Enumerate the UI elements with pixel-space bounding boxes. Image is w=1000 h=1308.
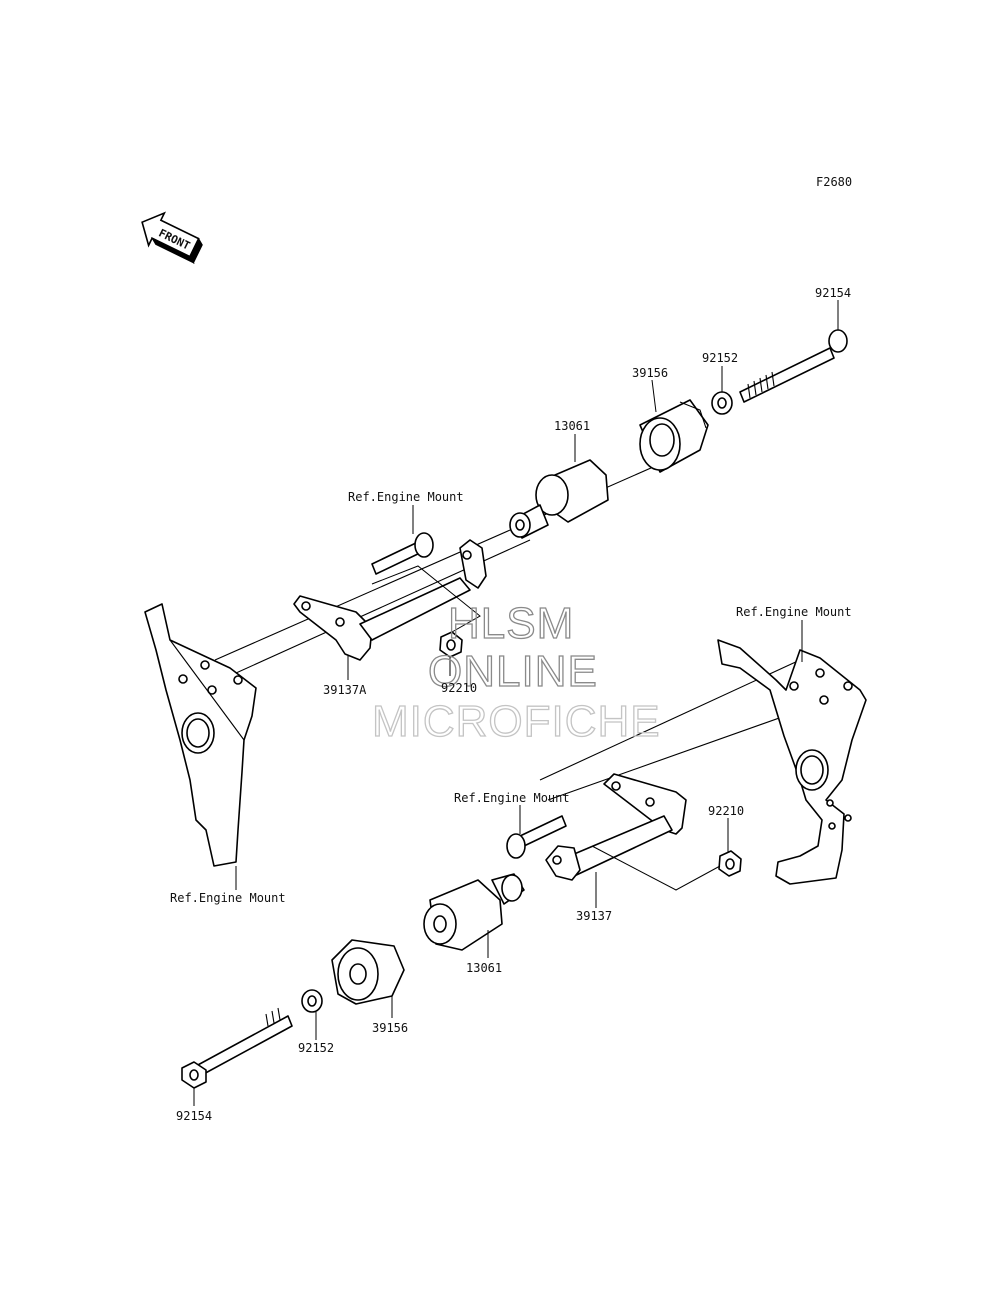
label-13061-top: 13061 (554, 419, 590, 433)
label-39137A: 39137A (323, 683, 367, 697)
label-ref-engine-mount-4: Ref.Engine Mount (170, 891, 286, 905)
washer-92152-bottom (301, 989, 323, 1013)
bracket-39137 (545, 773, 687, 881)
watermark-line3: MICROFICHE (372, 697, 661, 746)
mount-bolt-lower (506, 815, 567, 859)
watermark-line1: HLSM (448, 599, 574, 648)
bushing-13061-bottom (423, 873, 525, 951)
label-13061-bottom: 13061 (466, 961, 502, 975)
front-arrow-icon: FRONT (141, 211, 203, 264)
diagram-code: F2680 (816, 175, 852, 189)
label-39156-top: 39156 (632, 366, 668, 380)
label-92152-top: 92152 (702, 351, 738, 365)
label-92154-bottom: 92154 (176, 1109, 212, 1123)
washer-92152-top (711, 391, 733, 415)
leader-39156-top (651, 379, 657, 413)
bracket-39137A (293, 539, 487, 661)
label-92152-bottom: 92152 (298, 1041, 334, 1055)
label-39156-bottom: 39156 (372, 1021, 408, 1035)
slider-cap-39156-bottom (331, 939, 405, 1005)
leader-92210-lower-bracket (591, 845, 721, 891)
label-92154-top: 92154 (815, 286, 851, 300)
label-ref-engine-mount-2: Ref.Engine Mount (736, 605, 852, 619)
bolt-92154-bottom (181, 1007, 293, 1089)
bushing-13061-top (509, 459, 609, 539)
nut-92210-lower (718, 850, 742, 877)
label-ref-engine-mount-3: Ref.Engine Mount (454, 791, 570, 805)
nut-92210-upper (439, 631, 463, 658)
engine-mount-left (144, 603, 257, 867)
label-92210-right: 92210 (708, 804, 744, 818)
label-39137: 39137 (576, 909, 612, 923)
label-92210-left: 92210 (441, 681, 477, 695)
leader-92210-left-bracket (371, 565, 481, 633)
bolt-92154-top (739, 329, 848, 403)
watermark-line2: ONLINE (428, 647, 598, 696)
slider-cap-39156-top (639, 399, 709, 473)
label-ref-engine-mount-1: Ref.Engine Mount (348, 490, 464, 504)
mount-bolt-upper (371, 532, 434, 575)
engine-mount-right (717, 639, 867, 885)
